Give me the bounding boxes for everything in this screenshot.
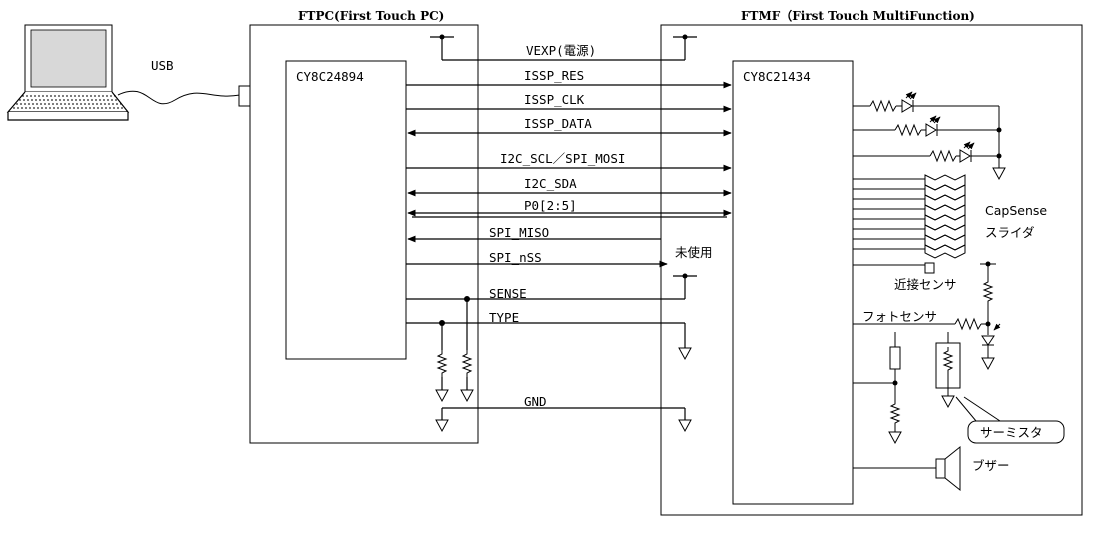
thermistor-label: サーミスタ: [980, 425, 1043, 440]
usb-cable: [117, 90, 241, 105]
ftpc-title: FTPC(First Touch PC): [298, 9, 444, 23]
usb-label: USB: [151, 58, 174, 73]
resistor-icon: [894, 123, 922, 137]
signal-label-i2c-scl: I2C_SCL／SPI_MOSI: [500, 151, 625, 166]
buzzer-label: ブザー: [972, 458, 1010, 473]
laptop-icon: [6, 24, 130, 121]
proximity-label: 近接センサ: [894, 277, 957, 292]
buzzer-icon: [853, 445, 961, 492]
photo-sensor-label: フォトセンサ: [862, 309, 937, 324]
signal-label-type: TYPE: [489, 310, 519, 325]
chip-right-label: CY8C21434: [743, 69, 811, 84]
capsense-slider: [853, 174, 966, 274]
thermistor-icon: [853, 332, 1065, 444]
chip-cy8c24894: [285, 60, 407, 360]
vexp-line: [430, 34, 697, 61]
signal-line-p0-bus: [407, 209, 732, 218]
signal-label-spi-miso: SPI_MISO: [489, 225, 549, 240]
signal-label-issp-res: ISSP_RES: [524, 68, 584, 83]
signal-line-type: [406, 320, 692, 402]
signal-label-vexp: VEXP(電源): [526, 43, 596, 58]
signal-line-gnd: [435, 407, 692, 432]
unused-label: 未使用: [675, 245, 713, 260]
signal-label-i2c-sda: I2C_SDA: [524, 176, 577, 191]
ftmf-title: FTMF（First Touch MultiFunction): [741, 8, 975, 23]
signal-label-issp-clk: ISSP_CLK: [524, 92, 585, 107]
slider-label: スライダ: [985, 225, 1035, 240]
signal-label-sense: SENSE: [489, 286, 527, 301]
led-group: [853, 91, 1006, 180]
chip-cy8c21434: [732, 60, 854, 505]
resistor-icon: [929, 149, 957, 163]
chip-left-label: CY8C24894: [296, 69, 364, 84]
signal-label-spi-nss: SPI_nSS: [489, 250, 542, 265]
usb-connector: [238, 85, 251, 107]
signal-line-sense: [406, 273, 697, 402]
resistor-icon: [869, 99, 897, 113]
photo-transistor-icon: [853, 261, 1001, 370]
capsense-label: CapSense: [985, 203, 1047, 218]
signal-label-issp-data: ISSP_DATA: [524, 116, 592, 131]
signal-label-gnd: GND: [524, 394, 547, 409]
signal-label-p0: P0[2:5]: [524, 198, 577, 213]
